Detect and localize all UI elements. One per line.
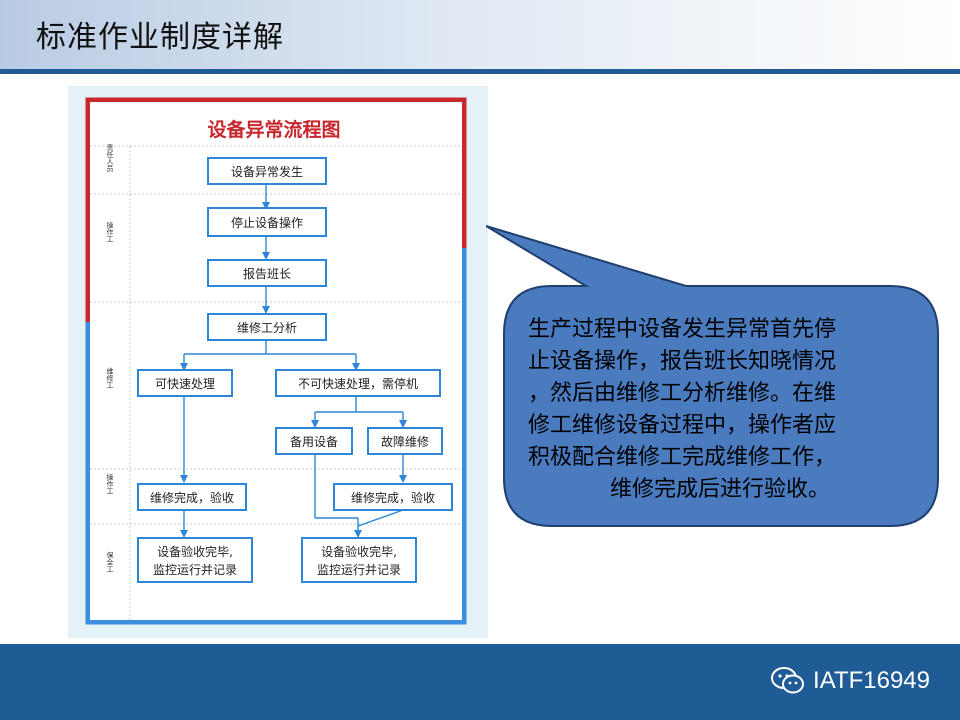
callout-line-6: 维修完成后进行验收。 [609,477,830,502]
node-accept-right [301,537,417,583]
flowchart: 设备异常流程图 责任人员 操作工 维修工 操作工 保全工 [68,86,488,638]
brand: IATF16949 [771,666,930,696]
node-accept-right-line2: 监控运行并记录 [317,563,401,577]
node-report-leader [207,259,327,287]
frame-blue [85,248,467,625]
callout-bubble [486,225,939,527]
callout-line-5: 积极配合维修工完成维修工作， [528,445,837,470]
role-label-1: 责任人员 [106,143,114,173]
node-quick-fix-label: 可快速处理 [155,377,215,391]
node-repair-done-left-label: 维修完成，验收 [150,490,234,505]
node-accept-left-line2: 监控运行并记录 [153,563,237,577]
node-no-quick-fix [275,369,441,397]
callout-line-2: 止设备操作，报告班长知晓情况 [528,349,837,374]
node-repair-done-right-label: 维修完成，验收 [351,490,435,505]
lane-dividers [90,145,462,620]
node-maintenance-analysis-label: 维修工分析 [237,320,297,335]
node-report-leader-label: 报告班长 [243,266,291,281]
node-backup-equipment [275,427,353,455]
node-abnormal-occurs-label: 设备异常发生 [231,164,303,179]
callout-line-1: 生产过程中设备发生异常首先停 [528,317,837,342]
brand-label: IATF16949 [813,667,930,694]
node-accept-left-line1: 设备验收完毕, [157,544,233,559]
wechat-icon [771,667,805,694]
frame-red [85,97,467,322]
node-backup-equipment-label: 备用设备 [290,435,338,449]
role-label-5: 保全工 [106,551,114,573]
node-quick-fix [137,369,233,397]
node-accept-right-line1: 设备验收完毕, [321,544,397,559]
frame-inner [90,102,462,620]
node-stop-operation-label: 停止设备操作 [231,215,303,230]
role-label-4: 操作工 [106,473,114,495]
node-fault-repair-label: 故障维修 [381,434,429,449]
callout-line-3: ，然后由维修工分析维修。在维 [528,381,837,406]
node-repair-done-left [137,483,247,511]
node-stop-operation [207,207,327,237]
node-abnormal-occurs [207,157,327,185]
role-label-2: 操作工 [106,221,114,243]
flowchart-title: 设备异常流程图 [207,118,340,141]
node-repair-done-right [333,483,453,511]
header-bar: 标准作业制度详解 [0,0,960,70]
role-label-3: 维修工 [106,367,114,389]
callout-text: 生产过程中设备发生异常首先停 止设备操作，报告班长知晓情况 ，然后由维修工分析维… [528,314,912,506]
callout-shape [486,225,939,527]
node-accept-left [137,537,253,583]
node-maintenance-analysis [207,313,327,341]
header-divider [0,69,960,74]
page-title: 标准作业制度详解 [36,20,284,55]
node-no-quick-fix-label: 不可快速处理，需停机 [298,376,418,391]
callout-line-4: 修工维修设备过程中，操作者应 [528,413,837,438]
node-fault-repair [367,427,443,455]
footer-bar: IATF16949 [0,644,960,720]
